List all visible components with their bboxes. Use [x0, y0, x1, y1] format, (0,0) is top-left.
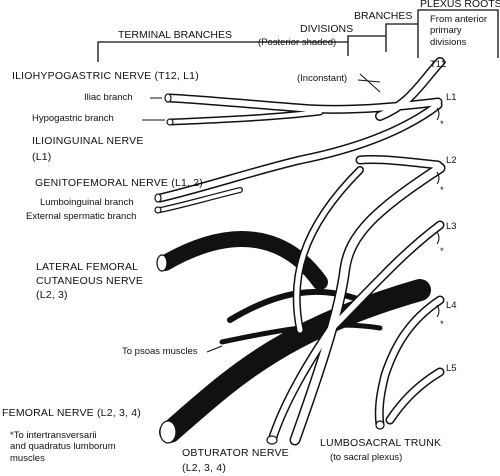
lumbosacral-trunk-sublabel: (to sacral plexus) [330, 452, 403, 463]
asterisk-l2: * [440, 185, 444, 196]
asterisk-l3: * [440, 246, 444, 257]
obturator-path-l2 [291, 164, 444, 444]
external-spermatic-branch [158, 188, 242, 212]
hypogastric-branch [170, 110, 322, 124]
bracket-divisions [347, 35, 386, 56]
root-label-l3: L3 [446, 221, 457, 232]
asterisk-l4: * [440, 319, 444, 330]
ilioinguinal-nerve [157, 102, 441, 201]
genitofemoral-label: GENITOFEMORAL NERVE (L1, 2) [35, 177, 203, 189]
terminal-branches-header: TERMINAL BRANCHES [118, 29, 232, 41]
ilioinguinal-roots: (L1) [32, 151, 52, 163]
iliohypogastric-nerve [167, 95, 441, 113]
psoas-label: To psoas muscles [122, 346, 198, 357]
psoas-leader [206, 345, 223, 353]
nerve-end-caps [154, 93, 385, 445]
header-brackets [97, 9, 499, 62]
lumbosacral-trunk-label: LUMBOSACRAL TRUNK [320, 437, 442, 449]
femoral-nerve-trunk [159, 279, 431, 443]
asterisk-l1: * [440, 119, 444, 130]
lateral-femoral-cutaneous-nerve [157, 231, 328, 290]
iliohypogastric-label: ILIOHYPOGASTRIC NERVE (T12, L1) [12, 70, 199, 82]
divisions-subheader: (Posterior shaded) [258, 37, 337, 48]
ilioinguinal-label: ILIOINGUINAL NERVE [32, 135, 144, 147]
obturator-roots: (L2, 3, 4) [182, 462, 227, 474]
footnote: *To intertransversarii and quadratus lum… [10, 430, 116, 464]
l2-root [357, 156, 441, 168]
root-label-l5: L5 [446, 363, 457, 374]
genitofemoral-nerve [294, 167, 363, 333]
plexus-roots-subheader: From anterior primary divisions [430, 14, 488, 48]
external-spermatic-branch-label: External spermatic branch [26, 211, 137, 222]
plexus-roots-header: PLEXUS ROOTS [420, 0, 500, 10]
obturator-nerve-label: OBTURATOR NERVE [182, 447, 289, 459]
bracket-terminal-branches [97, 41, 348, 62]
psoas-branch [219, 322, 383, 345]
posterior-fibers [157, 58, 444, 444]
obturator-nerve [269, 222, 443, 443]
bracket-branches [385, 23, 418, 52]
root-label-l2: L2 [446, 155, 457, 166]
l5-root [387, 369, 443, 423]
lateral-femoral-label-line2: CUTANEOUS NERVE [36, 275, 144, 287]
hypogastric-branch-label: Hypogastric branch [32, 113, 114, 124]
branches-header: BRANCHES [354, 10, 413, 22]
leader-lines [142, 73, 381, 353]
inconstant-label: (Inconstant) [297, 73, 348, 84]
root-label-t12: T12 [430, 59, 447, 70]
lateral-femoral-label-line1: LATERAL FEMORAL [36, 261, 139, 273]
lumboinguinal-branch-label: Lumboinguinal branch [40, 197, 134, 208]
muscle-twigs [436, 107, 440, 318]
divisions-header: DIVISIONS [300, 23, 354, 35]
femoral-nerve-label: FEMORAL NERVE (L2, 3, 4) [2, 407, 142, 419]
t12-root [376, 58, 444, 120]
root-label-l1: L1 [446, 92, 457, 103]
iliohypo-leader [359, 73, 381, 93]
lateral-femoral-roots: (L2, 3) [36, 289, 68, 301]
bracket-plexus-roots [417, 9, 499, 58]
root-label-l4: L4 [446, 300, 457, 311]
inconstant-leader [357, 79, 381, 83]
lumbosacral-trunk-l4 [376, 297, 443, 428]
iliac-branch-label: Iliac branch [84, 92, 133, 103]
